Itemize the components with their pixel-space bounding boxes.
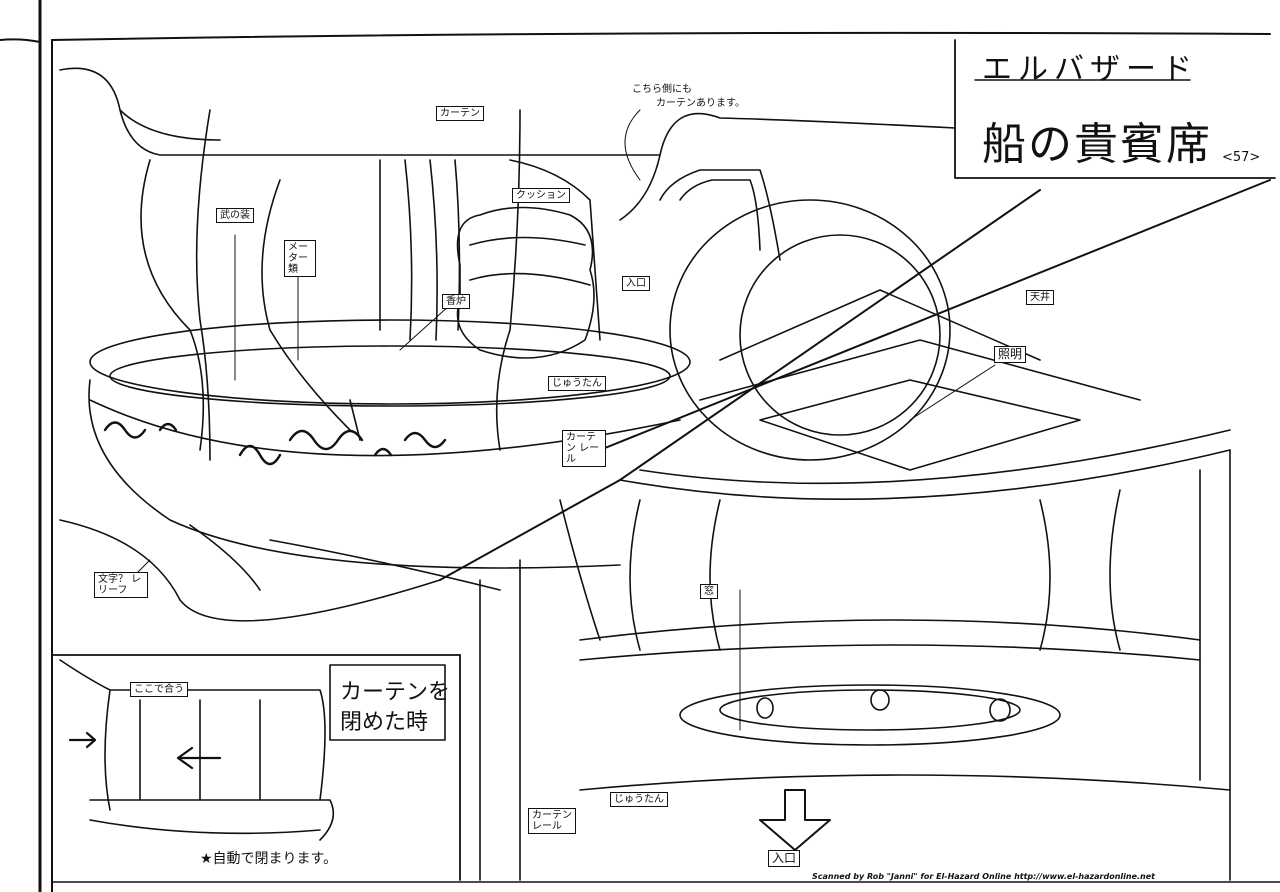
ceiling-lighting [619, 289, 1231, 500]
label-entrance: 入口 [768, 850, 801, 868]
inset-closed-curtain [51, 654, 461, 881]
label-curtain-side-note-1: こちら側にも [632, 84, 692, 95]
view-divider [439, 179, 1271, 581]
entrance-arrow [759, 789, 831, 851]
label-cushion: クッション [512, 188, 570, 203]
callout-curtain-closed: カーテンを 閉めた時 [340, 678, 450, 738]
label-bunker: 武の装 [216, 208, 254, 223]
label-curtain-top: カーテン [436, 106, 484, 121]
title-block [954, 39, 1276, 179]
label-ceiling: 天井 [1026, 290, 1054, 305]
leader-lines [129, 109, 996, 731]
label-meet-here: ここで合う [130, 682, 188, 697]
label-lighting: 照明 [994, 346, 1027, 364]
label-curtain-side-note-2: カーテンあります。 [656, 98, 745, 109]
label-carpet-lower: じゅうたん [610, 792, 668, 807]
label-meter: メーター類 [284, 240, 316, 277]
lower-room [479, 449, 1231, 881]
label-letters-relief: 文字？ レリーフ [94, 572, 148, 598]
relief-glyphs [103, 421, 447, 466]
ship-name-title: エルバザード [982, 52, 1198, 87]
upper-canopy [59, 67, 956, 221]
upper-curtain [379, 159, 601, 341]
upper-pod [59, 319, 691, 622]
callout-curtain-closed-line2: 閉めた時 [340, 710, 429, 735]
scan-credit: Scanned by Rob "Janni" for El-Hazard Onl… [812, 872, 1155, 881]
label-auto-close: ★自動で閉まります。 [200, 851, 338, 867]
label-curtain-rail-lower: カーテン レール [528, 808, 576, 834]
label-carpet-upper: じゅうたん [548, 376, 606, 391]
label-incense: 香炉 [442, 294, 470, 309]
label-entrance-small: 入口 [622, 276, 650, 291]
callout-curtain-closed-line1: カーテンを [340, 680, 451, 705]
round-door [659, 169, 951, 461]
upper-cushion [456, 206, 595, 359]
upper-supports [140, 109, 521, 461]
room-name-title: 船の貴賓席 [982, 119, 1212, 170]
label-curtain-rail-upper: カーテン レール [562, 430, 606, 467]
page-number: <57> [1222, 150, 1261, 165]
label-window: 窓 [700, 584, 718, 599]
